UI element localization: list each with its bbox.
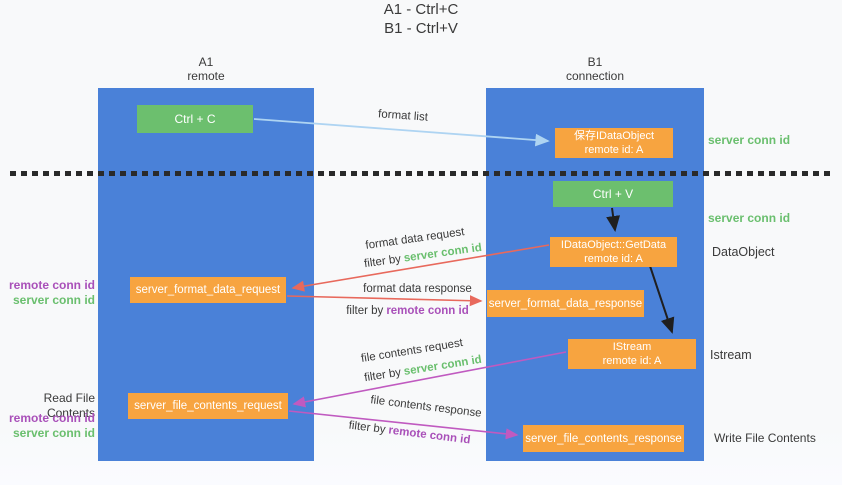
- save-idataobject-line1: 保存IDataObject: [573, 130, 655, 142]
- remote-conn-id-text: remote conn id: [386, 305, 469, 317]
- server-conn-id-right-label-1: server conn id: [708, 133, 791, 147]
- write-file-contents-label: Write File Contents: [714, 431, 816, 445]
- istream-line2: remote id: A: [602, 355, 662, 367]
- remote-conn-id-label: remote conn id: [8, 411, 95, 425]
- server-format-data-response-label: server_format_data_response: [488, 297, 643, 310]
- getdata-box: IDataObject::GetData remote id: A: [550, 237, 677, 267]
- ctrl-c-label: Ctrl + C: [174, 112, 216, 126]
- format-data-response-label: format data response: [363, 283, 472, 295]
- format-data-request-arrow: [291, 244, 550, 292]
- getdata-line1: IDataObject::GetData: [560, 239, 667, 251]
- title-line-b: B1 - Ctrl+V: [384, 20, 458, 37]
- format-list-arrow: [253, 118, 550, 147]
- left-conn-id-stack-1: remote conn id server conn id: [0, 278, 95, 308]
- column-b-name: B1: [587, 55, 603, 69]
- istream-line1: IStream: [612, 341, 652, 353]
- title-line-a: A1 - Ctrl+C: [383, 1, 459, 18]
- server-file-contents-request-box: server_file_contents_request: [128, 393, 288, 419]
- column-a-subtitle: remote: [187, 69, 225, 83]
- column-a-header: A1 remote: [98, 55, 314, 83]
- column-a-name: A1: [198, 55, 214, 69]
- format-data-response-arrow: [286, 295, 483, 307]
- server-file-contents-response-box: server_file_contents_response: [523, 425, 684, 452]
- getdata-line2: remote id: A: [584, 253, 643, 265]
- server-format-data-response-box: server_format_data_response: [487, 290, 644, 317]
- ctrl-c-box: Ctrl + C: [137, 105, 253, 133]
- server-conn-id-label: server conn id: [12, 426, 95, 440]
- file-contents-request-arrow: [292, 351, 567, 408]
- save-idataobject-box: 保存IDataObject remote id: A: [555, 128, 673, 158]
- remote-conn-id-label: remote conn id: [8, 278, 95, 292]
- diagram-title: A1 - Ctrl+C B1 - Ctrl+V: [0, 0, 842, 38]
- getdata-to-istream-arrow: [649, 265, 675, 334]
- ctrl-v-label: Ctrl + V: [592, 187, 634, 201]
- server-conn-id-right-label-2: server conn id: [708, 211, 791, 225]
- filter-by-text: filter by: [346, 305, 384, 317]
- server-format-data-request-box: server_format_data_request: [130, 277, 286, 303]
- save-idataobject-line2: remote id: A: [584, 144, 644, 156]
- ctrl-v-box: Ctrl + V: [553, 181, 673, 207]
- server-conn-id-label: server conn id: [12, 293, 95, 307]
- column-b-subtitle: connection: [565, 69, 625, 83]
- ctrlv-to-getdata-arrow: [606, 207, 621, 232]
- server-file-contents-request-label: server_file_contents_request: [134, 400, 282, 412]
- phase-separator-dotted-line: [10, 171, 834, 176]
- left-conn-id-stack-2: remote conn id server conn id: [0, 411, 95, 441]
- dataobject-label: DataObject: [712, 245, 775, 259]
- read-file-contents-label: Read File Contents: [43, 391, 95, 420]
- server-format-data-request-label: server_format_data_request: [135, 284, 281, 296]
- istream-side-label: Istream: [710, 348, 752, 362]
- istream-box: IStream remote id: A: [568, 339, 696, 369]
- column-b-header: B1 connection: [486, 55, 704, 83]
- server-file-contents-response-label: server_file_contents_response: [525, 432, 682, 445]
- file-contents-response-arrow: [288, 410, 519, 440]
